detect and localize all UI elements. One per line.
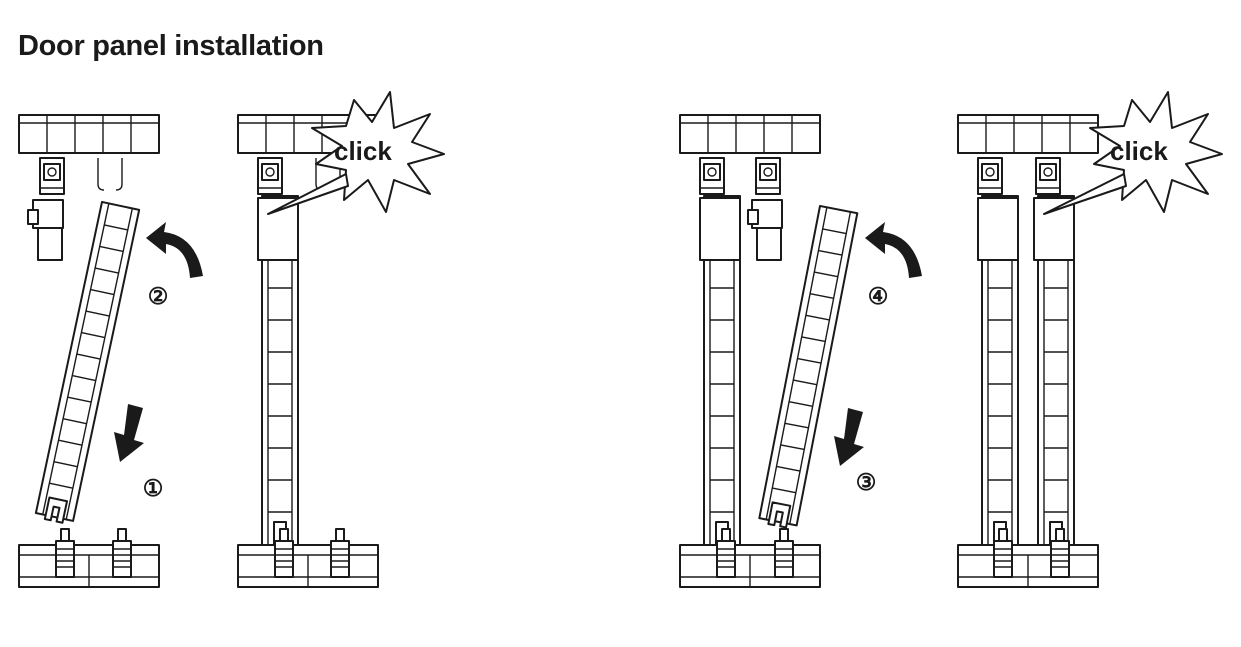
page-title: Door panel installation [18, 30, 324, 62]
scene-2: click [237, 91, 445, 588]
click-label: click [1110, 136, 1168, 166]
step-3: ③ [856, 469, 877, 495]
arrow-rotate-icon [146, 222, 203, 278]
bottom-rail [237, 544, 379, 588]
door-panel [699, 195, 741, 547]
bottom-rail [679, 544, 821, 588]
roller-bracket [27, 199, 64, 261]
click-label: click [334, 136, 392, 166]
roller-bracket [747, 199, 783, 261]
bottom-rail [18, 544, 160, 588]
top-track [957, 114, 1099, 154]
arrow-down-icon [114, 404, 144, 462]
top-roller [1035, 157, 1061, 195]
guide-pin [55, 528, 75, 578]
guide-pin [112, 528, 132, 578]
door-panel [977, 195, 1019, 547]
bottom-rail [957, 544, 1099, 588]
guide-pin [774, 528, 794, 578]
top-track [679, 114, 821, 154]
step-1: ① [143, 475, 164, 501]
top-roller [699, 157, 725, 195]
scene-1: ② ① [18, 114, 203, 588]
empty-hook [97, 157, 123, 191]
top-roller [755, 157, 781, 195]
scene-4: click [957, 91, 1223, 588]
arrow-down-icon [834, 408, 864, 466]
arrow-rotate-icon [865, 222, 922, 278]
step-4: ④ [868, 283, 889, 309]
step-marker: ② ① [143, 283, 169, 501]
click-pointer [267, 173, 349, 215]
click-pointer [1043, 173, 1127, 215]
step-marker: ④ ③ [856, 283, 889, 495]
door-panel [257, 195, 299, 547]
step-2: ② [148, 283, 169, 309]
top-track [18, 114, 160, 154]
door-panel [1033, 195, 1075, 547]
guide-pin [330, 528, 350, 578]
top-roller [977, 157, 1003, 195]
scene-3: ④ ③ [679, 114, 922, 588]
top-roller [257, 157, 283, 195]
top-roller [39, 157, 65, 195]
